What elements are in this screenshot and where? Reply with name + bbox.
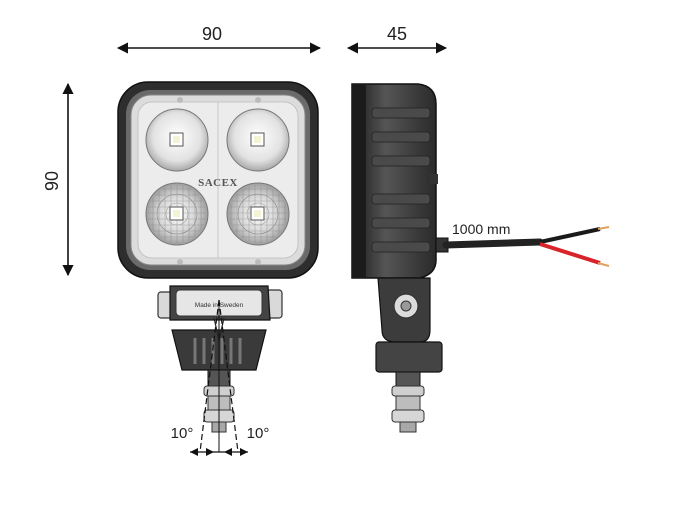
side-depth-label: 45 [387,24,407,44]
front-view-lamp: SACEX [117,81,319,279]
side-view-bracket [375,277,443,433]
lens-bottom-left [145,182,209,246]
cable-length-label: 1000 mm [452,221,510,237]
side-view-lamp [351,83,449,279]
lens-bottom-right [226,182,290,246]
tilt-right-label: 10° [247,425,270,442]
side-depth-dimension: 45 [346,24,448,54]
tilt-left-label: 10° [171,425,194,442]
lens-top-left [145,108,209,172]
front-width-dimension: 90 [116,24,322,54]
tilt-angle-dimension: 10° 10° [171,425,270,456]
brand-logo-text: SACEX [198,177,238,189]
front-height-label: 90 [42,171,62,191]
lens-top-right [226,108,290,172]
front-width-label: 90 [202,24,222,44]
power-cable: 1000 mm [442,221,610,267]
front-height-dimension: 90 [42,82,74,277]
front-view-bracket: Made in Sweden [157,285,283,453]
